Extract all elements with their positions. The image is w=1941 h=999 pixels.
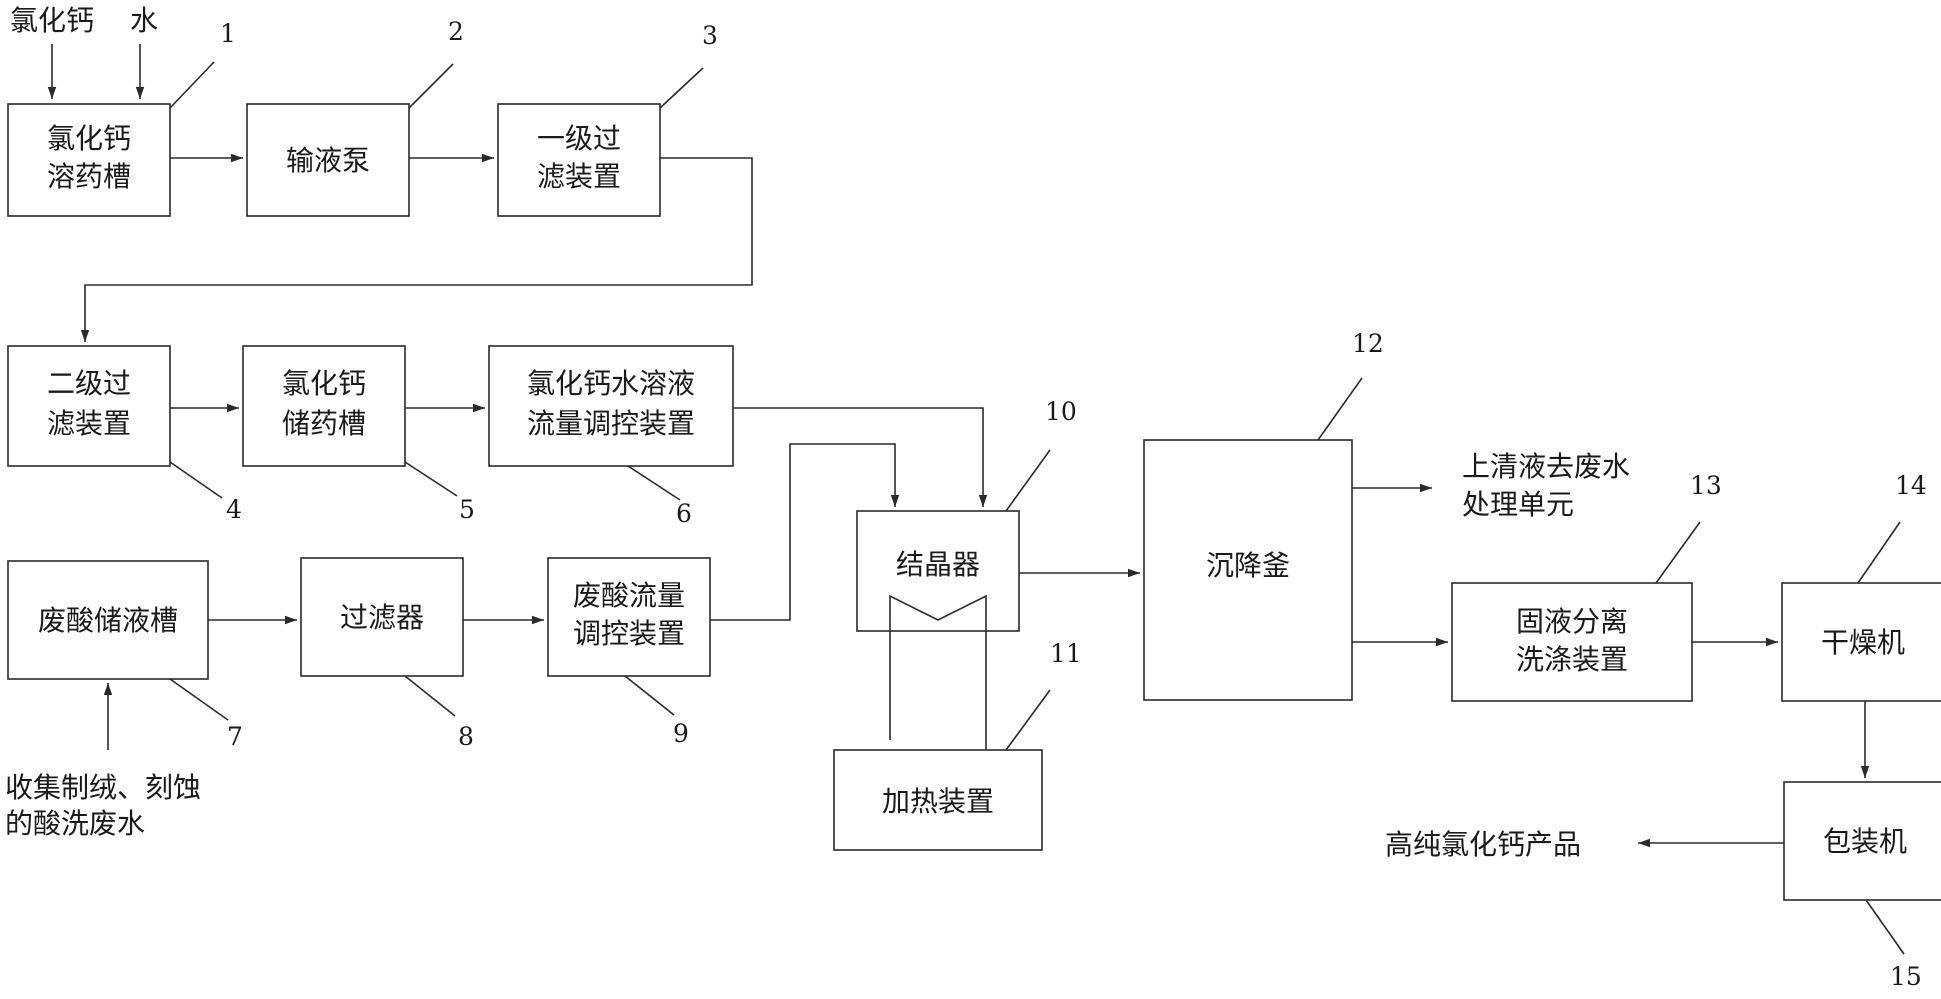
box-5-label-line1: 氯化钙	[282, 367, 366, 400]
box-15-label: 包装机	[1823, 825, 1907, 858]
leader-6	[627, 465, 681, 501]
ref-number-10: 10	[1045, 397, 1077, 426]
input-collected-wastewater-label-1: 收集制绒、刻蚀	[5, 771, 201, 804]
box-9-label-line1: 废酸流量	[573, 579, 685, 612]
ref-number-4: 4	[226, 495, 242, 524]
box-2-label: 输液泵	[286, 144, 370, 177]
ref-number-13: 13	[1690, 471, 1722, 500]
box-14-label: 干燥机	[1821, 626, 1905, 659]
leader-13	[1655, 521, 1701, 584]
ref-number-7: 7	[227, 722, 243, 751]
leader-1	[169, 61, 215, 109]
leader-4	[169, 461, 223, 499]
arrow-9-to-10	[710, 443, 900, 621]
box-3-label-line1: 一级过	[537, 122, 621, 155]
box-settling-tank	[1143, 439, 1353, 701]
leader-14	[1857, 521, 1901, 584]
input-water-label: 水	[130, 4, 158, 37]
box-waste-acid-flow-control	[547, 557, 711, 677]
box-6-label-line2: 流量调控装置	[527, 407, 695, 440]
box-7-label: 废酸储液槽	[38, 604, 178, 637]
box-filter	[300, 557, 464, 677]
box-heating-device	[833, 749, 1043, 851]
leader-9	[624, 675, 675, 716]
arrow-6-to-10	[733, 407, 988, 507]
leader-7	[169, 678, 229, 721]
input-calcium-chloride-label: 氯化钙	[10, 4, 94, 37]
box-4-label-line2: 滤装置	[47, 407, 131, 440]
box-12-label: 沉降釜	[1206, 549, 1290, 582]
leader-8	[404, 675, 456, 717]
input-collected-wastewater-label-2: 的酸洗废水	[5, 807, 145, 840]
box-transfer-pump	[246, 103, 410, 217]
ref-number-8: 8	[458, 722, 474, 751]
box-3-label-line2: 滤装置	[537, 160, 621, 193]
output-supernatant-label-1: 上清液去废水	[1462, 450, 1630, 483]
ref-number-14: 14	[1895, 471, 1927, 500]
ref-number-3: 3	[702, 21, 718, 50]
output-product-label: 高纯氯化钙产品	[1385, 828, 1581, 861]
ref-number-6: 6	[676, 499, 692, 528]
box-calcium-chloride-dissolving-tank	[7, 103, 171, 217]
box-secondary-filter	[7, 345, 171, 467]
box-4-label-line1: 二级过	[47, 367, 131, 400]
leader-11	[1005, 689, 1051, 751]
leader-15	[1865, 899, 1905, 955]
arrow-3-to-4	[80, 157, 753, 342]
box-1-label-line1: 氯化钙	[47, 122, 131, 155]
box-5-label-line2: 储药槽	[282, 407, 366, 440]
leader-2	[408, 63, 454, 109]
box-packaging-machine	[1783, 781, 1941, 901]
ref-number-11: 11	[1050, 639, 1082, 668]
box-primary-filter	[497, 103, 661, 217]
box-13-label-line2: 洗涤装置	[1516, 643, 1628, 676]
box-1-label-line2: 溶药槽	[47, 160, 131, 193]
box-8-label: 过滤器	[340, 601, 424, 634]
ref-number-1: 1	[220, 19, 236, 48]
leader-12	[1317, 377, 1363, 441]
leader-5	[404, 461, 458, 497]
box-calcium-chloride-storage-tank	[242, 345, 406, 467]
ref-number-2: 2	[448, 17, 464, 46]
box-waste-acid-storage-tank	[7, 560, 209, 680]
box-9-label-line2: 调控装置	[573, 617, 685, 650]
box-dryer	[1781, 582, 1941, 702]
output-supernatant-label-2: 处理单元	[1462, 488, 1574, 521]
ref-number-12: 12	[1352, 329, 1384, 358]
ref-number-5: 5	[459, 495, 475, 524]
box-cacl2-solution-flow-control	[488, 345, 734, 467]
box-13-label-line1: 固液分离	[1516, 605, 1628, 638]
box-10-label: 结晶器	[896, 548, 980, 581]
box-solid-liquid-separation-washing	[1451, 582, 1693, 702]
box-11-label: 加热装置	[882, 785, 994, 818]
box-6-label-line1: 氯化钙水溶液	[527, 367, 695, 400]
leader-3	[659, 67, 704, 109]
heating-coil	[889, 594, 987, 750]
ref-number-15: 15	[1890, 962, 1922, 991]
ref-number-9: 9	[673, 719, 689, 748]
box-crystallizer	[856, 510, 1020, 632]
leader-10	[1005, 449, 1051, 512]
